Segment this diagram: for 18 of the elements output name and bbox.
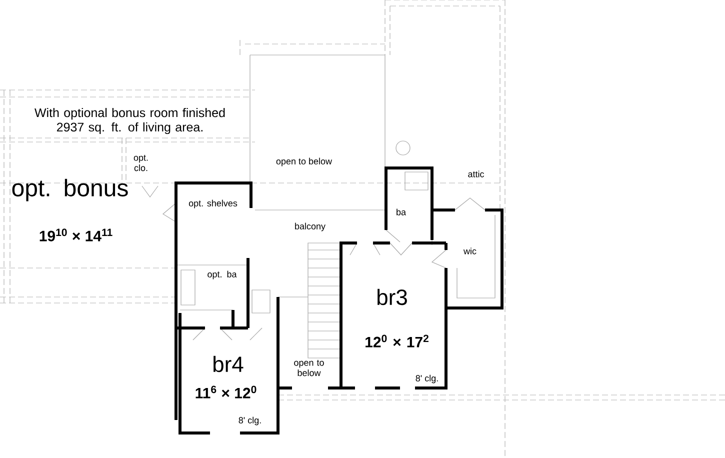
room-label: wic xyxy=(464,248,476,254)
ceiling-label: 8' clg. xyxy=(238,416,261,426)
room-size-label: 11$^{6}$ × 12$^{0}$ xyxy=(196,386,256,398)
note-text: With optional bonus room finished 2937 sq. ft. of living area. xyxy=(34,108,225,134)
room-label: ba xyxy=(396,208,406,216)
room-label: br3 xyxy=(378,288,407,306)
room-label: opt. ba xyxy=(208,270,237,280)
room-label: br4 xyxy=(214,356,244,372)
room-label: opt. clo. xyxy=(134,154,148,172)
room-size-label: 12$^{0}$ × 17$^{2}$ xyxy=(366,334,428,348)
room-label: balcony xyxy=(295,222,326,232)
room-label: open to below xyxy=(294,360,324,376)
room-size-label: 19$^{10}$ × 14$^{11}$ xyxy=(40,228,112,242)
room-label: attic xyxy=(468,170,484,178)
room-label: opt. shelves xyxy=(188,200,238,208)
ceiling-label: 8' clg. xyxy=(416,374,438,384)
room-label: opt. bonus xyxy=(12,178,128,202)
room-label: open to below xyxy=(276,158,332,166)
